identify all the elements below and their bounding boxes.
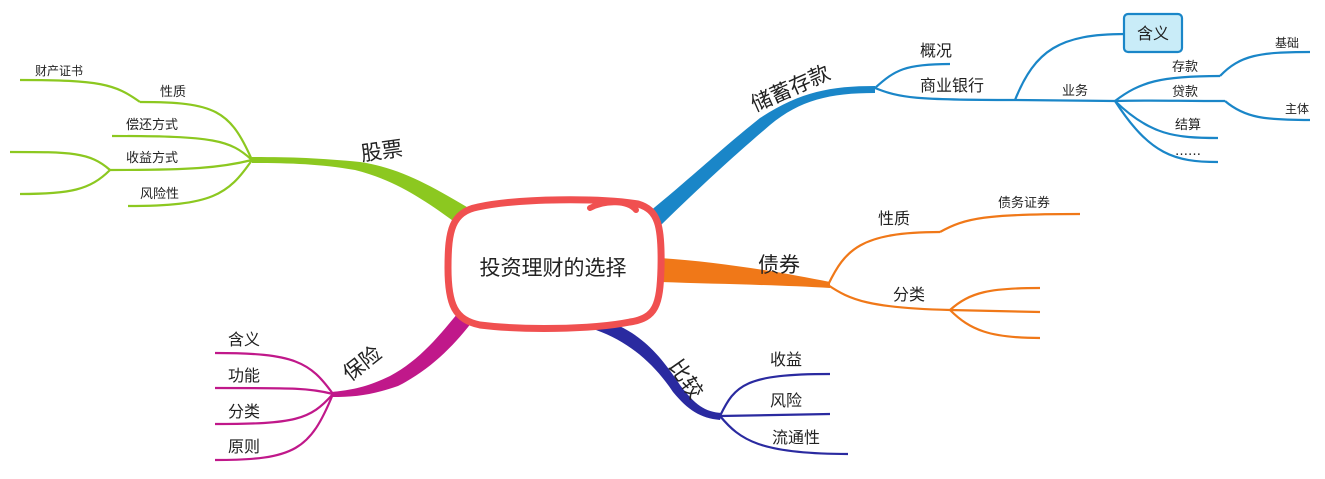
insurance-label[interactable]: 保险 [338, 341, 386, 386]
savings-main-connector [648, 86, 875, 226]
stocks-repayment-line [111, 134, 253, 161]
savings-definition-box[interactable] [1122, 12, 1184, 54]
compare-income-label[interactable]: 收益 [770, 350, 802, 369]
savings-overview-line [874, 62, 951, 89]
stocks-income-label[interactable]: 收益方式 [126, 150, 178, 166]
savings-definition-line [1013, 32, 1126, 101]
stocks-income-line [109, 158, 253, 172]
center-node-label: 投资理财的选择 [480, 256, 627, 280]
compare-risk-label[interactable]: 风险 [770, 391, 802, 410]
insurance-class-label[interactable]: 分类 [228, 402, 260, 421]
insurance-function-label[interactable]: 功能 [228, 366, 260, 385]
stocks-income-sub-2 [19, 169, 111, 196]
bonds-certificate-line [939, 212, 1081, 233]
branch-compare: 比较 收益 风险 流通性 [596, 318, 849, 456]
bonds-label[interactable]: 债券 [758, 253, 800, 277]
compare-liquidity-label[interactable]: 流通性 [772, 428, 820, 447]
savings-settlement-line [1114, 100, 1219, 140]
savings-main-body-line [1224, 100, 1311, 122]
stocks-property-label[interactable]: 财产证书 [35, 64, 83, 78]
compare-liquidity-line [719, 415, 849, 456]
branch-savings: 储蓄存款 概况 商业银行 含义 业务 存款 贷款 结算 …… 基础 主体 [648, 12, 1311, 226]
bonds-class-sub-3 [949, 309, 1041, 340]
bonds-certificate-label[interactable]: 债务证券 [998, 195, 1050, 211]
savings-definition-label[interactable]: 含义 [1137, 24, 1169, 43]
stocks-repayment-label[interactable]: 偿还方式 [126, 117, 178, 133]
stocks-income-sub-1 [9, 150, 111, 171]
savings-loan-label[interactable]: 贷款 [1172, 85, 1198, 100]
savings-bank-line [874, 86, 1016, 102]
insurance-principle-label[interactable]: 原则 [228, 437, 260, 456]
branch-insurance: 保险 含义 功能 分类 原则 [214, 308, 475, 462]
savings-deposit-line [1114, 74, 1221, 102]
bonds-nature-label[interactable]: 性质 [878, 209, 910, 228]
insurance-principle-line [214, 393, 335, 462]
savings-settlement-label[interactable]: 结算 [1175, 118, 1201, 133]
savings-bank-label[interactable]: 商业银行 [920, 76, 984, 95]
stocks-property-line [19, 78, 141, 103]
bonds-main-connector [660, 258, 830, 288]
compare-income-line [719, 372, 831, 417]
bonds-class-label[interactable]: 分类 [893, 285, 925, 304]
stocks-risk-line [127, 159, 253, 208]
savings-business-line [1014, 98, 1116, 103]
savings-main-body-label[interactable]: 主体 [1285, 102, 1309, 116]
stocks-main-connector [252, 157, 472, 226]
savings-basis-label[interactable]: 基础 [1275, 36, 1299, 50]
savings-basis-line [1219, 50, 1311, 77]
insurance-definition-line [214, 351, 334, 395]
bonds-nature-line [827, 230, 941, 286]
insurance-class-line [214, 393, 334, 426]
center-node-border-tail [587, 199, 639, 213]
savings-etc-line [1114, 100, 1219, 164]
savings-business-label[interactable]: 业务 [1062, 83, 1088, 99]
center-node[interactable]: 投资理财的选择 [444, 196, 665, 332]
bonds-class-line [827, 284, 951, 312]
branch-bonds: 债券 性质 债务证券 分类 [660, 195, 1081, 340]
savings-overview-label[interactable]: 概况 [920, 41, 952, 60]
insurance-function-line [214, 386, 334, 396]
savings-deposit-label[interactable]: 存款 [1172, 60, 1198, 75]
savings-etc-label[interactable]: …… [1175, 144, 1201, 159]
stocks-label[interactable]: 股票 [359, 136, 404, 166]
compare-main-connector [596, 318, 722, 420]
stocks-nature-label[interactable]: 性质 [160, 85, 186, 100]
compare-risk-line [719, 412, 831, 418]
stocks-risk-label[interactable]: 风险性 [140, 187, 179, 202]
branch-stocks: 股票 财产证书 性质 偿还方式 收益方式 风险性 [9, 64, 472, 226]
bonds-class-sub-1 [949, 286, 1041, 311]
bonds-class-sub-2 [949, 308, 1041, 314]
stocks-nature-line [139, 100, 254, 161]
insurance-definition-label[interactable]: 含义 [228, 330, 260, 349]
